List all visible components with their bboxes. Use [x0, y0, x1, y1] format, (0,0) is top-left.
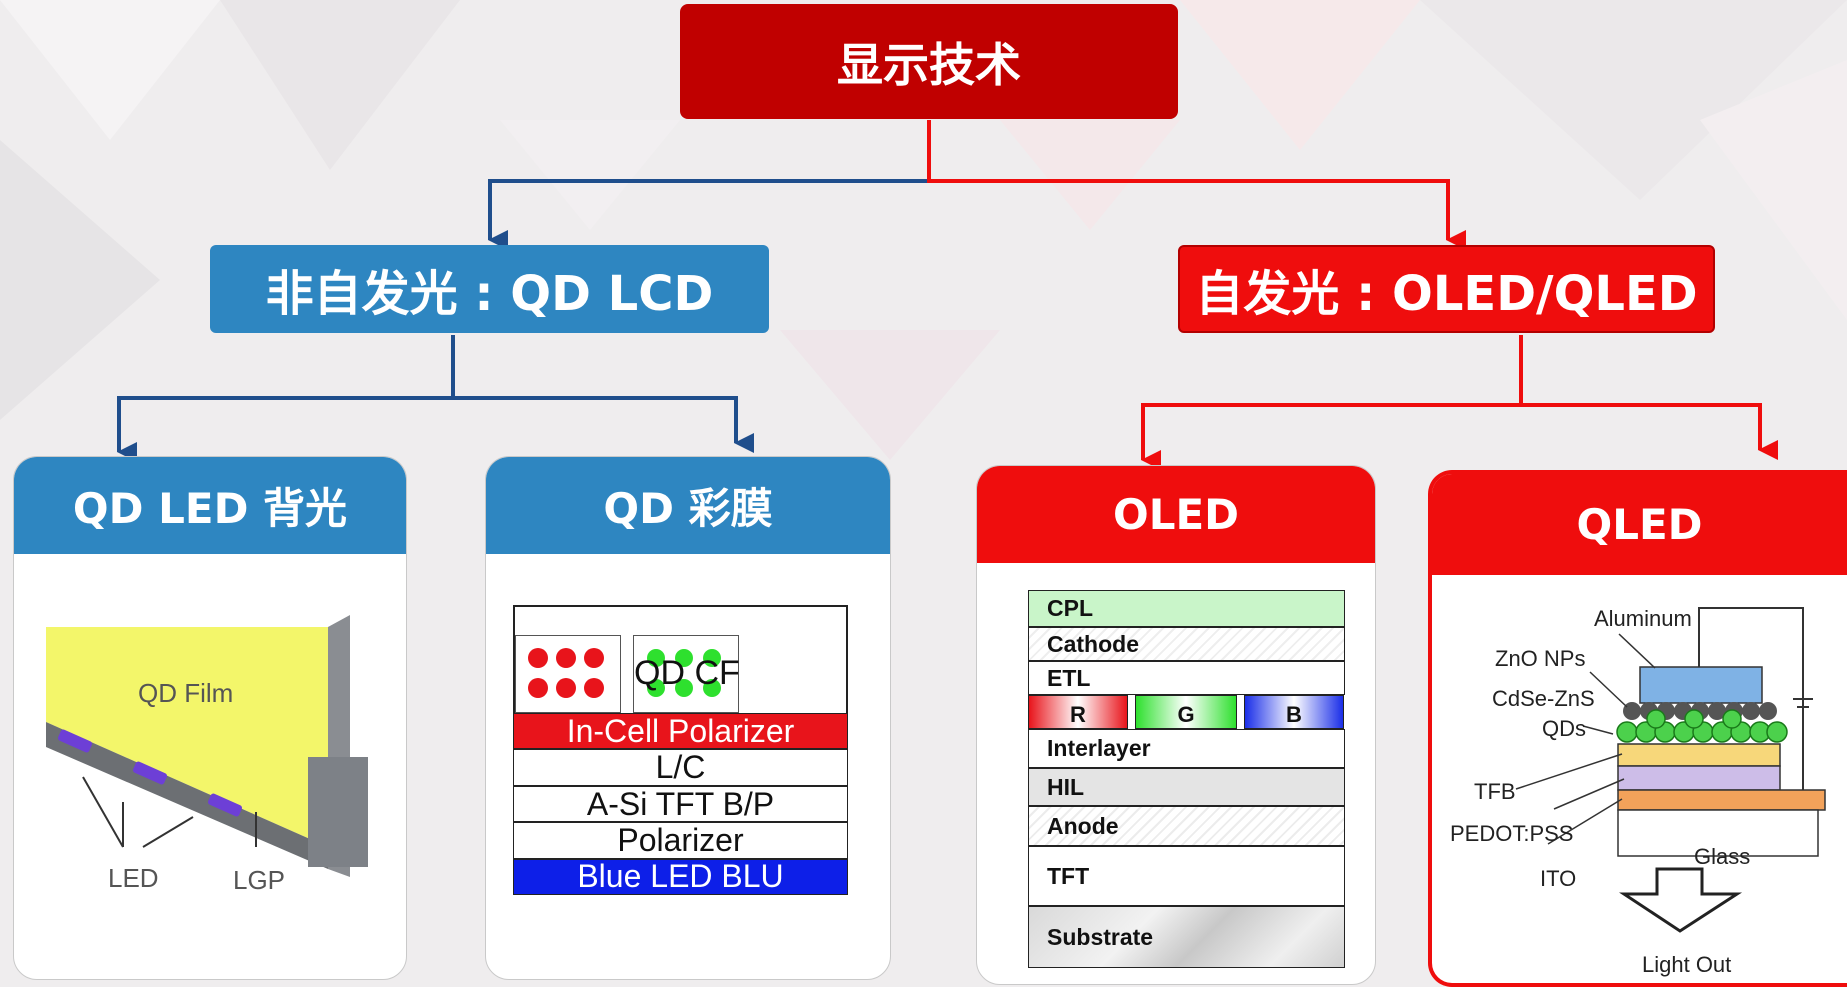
oled-layer-tft: TFT — [1028, 846, 1345, 906]
qd-cf-layer: Blue LED BLU — [513, 858, 848, 895]
oled-layer-anode: Anode — [1028, 806, 1345, 846]
qd-cf-card-header: QD 彩膜 — [486, 457, 890, 554]
qled-card-header: QLED — [1432, 474, 1847, 575]
qled-structure-diagram: Aluminum ZnO NPs CdSe-ZnS QDs TFB PEDOT:… — [1450, 606, 1826, 977]
qd-cf-layer: Polarizer — [513, 822, 848, 859]
emissive-label: 自发光 : OLED/QLED — [1195, 266, 1698, 322]
tfb-label: TFB — [1474, 779, 1516, 804]
glass-label: Glass — [1694, 844, 1750, 869]
qd-cf-title: QD 彩膜 — [603, 484, 773, 533]
ito-label: ITO — [1540, 866, 1576, 891]
qd-led-title: QD LED 背光 — [72, 484, 348, 533]
callout-lines — [1515, 633, 1656, 845]
qled-card: QLED Aluminum ZnO NPs CdSe-ZnS — [1428, 470, 1847, 987]
oled-subpixel-g: G — [1135, 695, 1237, 729]
oled-card-header: OLED — [977, 466, 1375, 563]
oled-subpixel-r: R — [1028, 695, 1128, 729]
lcd-to-qdcf-connector — [451, 335, 754, 453]
oled-title: OLED — [1112, 490, 1240, 539]
glass-substrate — [1617, 809, 1819, 857]
qd-cf-label: QD CF — [634, 654, 740, 692]
qd-led-card-header: QD LED 背光 — [14, 457, 406, 554]
aluminum-label: Aluminum — [1594, 606, 1692, 631]
qd-film-label: QD Film — [138, 678, 233, 708]
lcd-to-qdled-connector — [117, 335, 455, 462]
pedot-layer — [1617, 765, 1781, 791]
oled-layer-hil: HIL — [1028, 768, 1345, 806]
cdse-label: CdSe-ZnS — [1492, 686, 1595, 711]
oled-layer-interlayer: Interlayer — [1028, 729, 1345, 768]
oled-layer-etl: ETL — [1028, 661, 1345, 695]
callout-arrows — [82, 776, 257, 848]
qds-label: QDs — [1542, 716, 1586, 741]
qd-cf-layer: A-Si TFT B/P — [513, 786, 848, 823]
non-emissive-node: 非自发光 : QD LCD — [210, 245, 769, 333]
light-out-arrow — [1619, 867, 1743, 933]
aluminum-layer — [1639, 666, 1763, 704]
pedot-label: PEDOT:PSS — [1450, 821, 1573, 846]
zno-np-layer — [1623, 702, 1777, 720]
root-to-left-connector — [488, 120, 931, 250]
lgp-label: LGP — [233, 865, 285, 895]
frame-corner — [308, 757, 368, 867]
emissive-to-oled-connector — [1141, 335, 1523, 470]
green-qd-dots — [647, 649, 721, 697]
light-out-label: Light Out — [1642, 952, 1731, 977]
qd-cf-layer: In-Cell Polarizer — [513, 713, 848, 750]
oled-layer-cpl: CPL — [1028, 590, 1345, 627]
red-qd-cell — [515, 635, 621, 713]
oled-layer-cathode: Cathode — [1028, 627, 1345, 661]
emissive-to-qled-connector — [1519, 335, 1778, 460]
emissive-node: 自发光 : OLED/QLED — [1178, 245, 1715, 333]
oled-layer-substrate: Substrate — [1028, 906, 1345, 968]
circuit-wire — [1698, 607, 1804, 794]
tfb-layer — [1617, 743, 1781, 767]
lgp-edge — [46, 722, 328, 869]
ito-layer — [1617, 789, 1826, 811]
qd-led-backlight-image: QD Film LED LGP — [28, 607, 400, 907]
qd-film-sheet — [46, 627, 328, 847]
red-qd-dots — [528, 648, 604, 698]
qd-cf-layer: L/C — [513, 749, 848, 786]
root-label: 显示技术 — [837, 37, 1021, 92]
green-qd-cell: QD CF — [633, 635, 740, 713]
non-emissive-label: 非自发光 : QD LCD — [265, 266, 714, 322]
zno-label: ZnO NPs — [1495, 646, 1585, 671]
qd-layer — [1616, 709, 1788, 743]
led-chips — [57, 729, 243, 817]
oled-subpixel-b: B — [1244, 695, 1344, 729]
root-node: 显示技术 — [680, 4, 1178, 119]
qled-title: QLED — [1576, 499, 1703, 549]
root-to-right-connector — [927, 120, 1466, 250]
led-label: LED — [108, 863, 159, 893]
qd-led-card: QD LED 背光 QD Film LED LGP — [13, 456, 407, 980]
